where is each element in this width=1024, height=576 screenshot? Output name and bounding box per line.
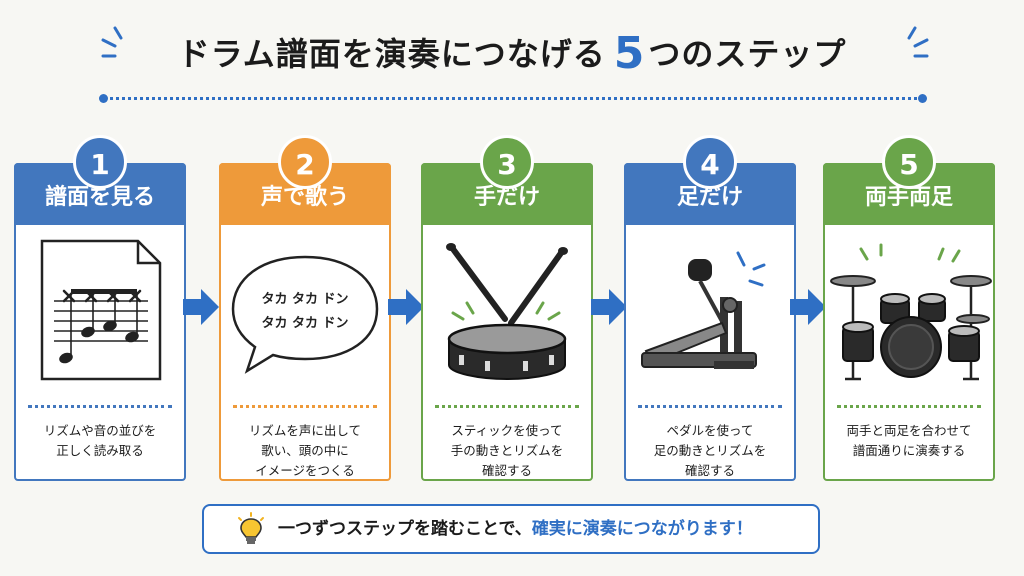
step-number-badge: 3 [480, 135, 534, 189]
arrow-right-icon [591, 289, 627, 325]
step-header: 両手両足 5 [823, 135, 995, 225]
divider-dot-right [918, 94, 927, 103]
divider-dot-left [99, 94, 108, 103]
step-header: 譜面を見る 1 [14, 135, 186, 225]
snare-sticks-icon [446, 243, 568, 381]
step-description: リズムを声に出して 歌い、頭の中に イメージをつくる [248, 423, 362, 478]
step-description: リズムや音の並びを 正しく読み取る [43, 423, 157, 458]
bubble-line-1: タカ タカ ドン [261, 292, 348, 307]
step-header: 手だけ 3 [421, 135, 593, 225]
step-divider [837, 405, 981, 408]
step-number-badge: 4 [683, 135, 737, 189]
arrow-right-icon [790, 289, 826, 325]
step-card-3: 手だけ 3 スティックを使って 手の動きとリズムを 確認する [421, 135, 593, 481]
step-card-1: 譜面を見る 1 リズムや音の並びを 正しく読み取る [14, 135, 186, 481]
step-divider [233, 405, 377, 408]
speech-bubble-icon: タカ タカ ドン タカ タカ ドン [231, 255, 379, 374]
step-number-badge: 1 [73, 135, 127, 189]
step-card-5: 両手両足 5 両手と両足を合わせて 譜面通りに演奏する [823, 135, 995, 481]
summary-highlight: 確実に演奏につながります！ [531, 519, 753, 539]
arrow-right-icon [388, 289, 424, 325]
step-description: 両手と両足を合わせて 譜面通りに演奏する [846, 423, 972, 458]
title-number: 5 [613, 28, 646, 79]
step-description: スティックを使って 手の動きとリズムを 確認する [450, 423, 564, 478]
step-divider [435, 405, 579, 408]
step-header: 声で歌う 2 [219, 135, 391, 225]
step-divider [28, 405, 172, 408]
step-description: ペダルを使って 足の動きとリズムを 確認する [653, 423, 767, 478]
drum-kit-icon [830, 243, 992, 381]
sheet-music-icon [40, 239, 162, 381]
step-card-2: 声で歌う 2 タカ タカ ドン タカ タカ ドン リズムを声に出して 歌い、頭の… [219, 135, 391, 481]
step-card-4: 足だけ 4 ペダルを使って 足の動きとリズムを 確認する [624, 135, 796, 481]
summary-text: 一つずつステップを踏むことで、確実に演奏につながります！ [278, 519, 753, 539]
bubble-line-2: タカ タカ ドン [261, 316, 348, 331]
kick-pedal-icon [641, 251, 766, 369]
step-number-badge: 5 [882, 135, 936, 189]
spark-left-icon [101, 26, 123, 58]
arrow-right-icon [183, 289, 219, 325]
lightbulb-icon [238, 512, 264, 544]
summary-note: 一つずつステップを踏むことで、確実に演奏につながります！ [202, 504, 820, 554]
step-header: 足だけ 4 [624, 135, 796, 225]
spark-right-icon [907, 26, 929, 58]
title-divider [103, 97, 923, 102]
step-divider [638, 405, 782, 408]
step-number-badge: 2 [278, 135, 332, 189]
